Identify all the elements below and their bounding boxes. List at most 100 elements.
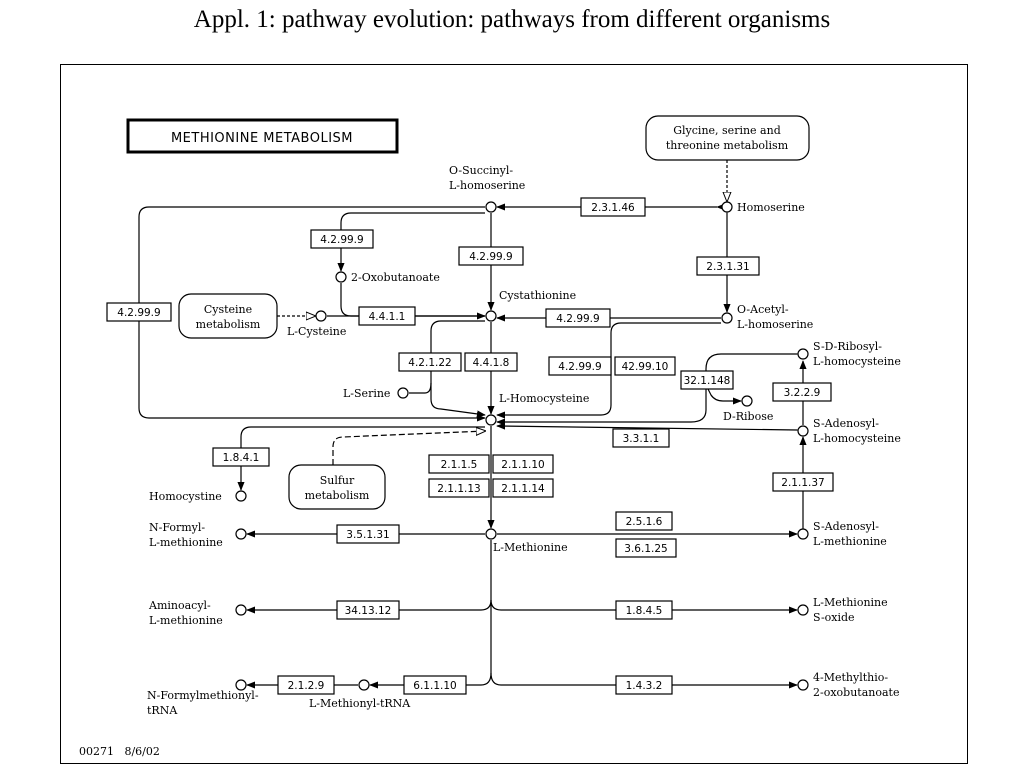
- label-d-ribose: D-Ribose: [723, 410, 773, 423]
- edge-osuccinyl-oxobutanoate: [337, 212, 485, 272]
- node-homoserine: [721, 201, 733, 213]
- edge-cbs-homocysteine: [430, 383, 486, 418]
- label-o-succinyl-2: L-homoserine: [449, 179, 525, 192]
- node-s-adenosyl-homocysteine: [797, 425, 809, 437]
- enzyme-2-1-1-37[interactable]: 2.1.1.37: [772, 472, 834, 492]
- enzyme-1-8-4-1[interactable]: 1.8.4.1: [212, 447, 270, 467]
- label-homocystine: Homocystine: [149, 490, 222, 503]
- svg-text:metabolism: metabolism: [305, 489, 370, 502]
- node-d-ribose: [741, 395, 753, 407]
- edge-ribose: [705, 384, 742, 405]
- svg-text:4.2.99.9: 4.2.99.9: [558, 361, 601, 373]
- methionine-pathway-diagram: METHIONINE METABOLISM: [79, 115, 901, 758]
- svg-text:4.4.1.8: 4.4.1.8: [473, 357, 510, 369]
- svg-text:1.4.3.2: 1.4.3.2: [626, 680, 663, 692]
- compound-nodes: [235, 201, 809, 691]
- enzyme-4-2-99-9-homocysteine[interactable]: 4.2.99.9: [548, 356, 612, 376]
- pathway-links: Glycine, serine and threonine metabolism…: [178, 115, 810, 510]
- label-n-formyl-2: L-methionine: [149, 536, 223, 549]
- node-l-homocysteine: [485, 414, 497, 426]
- enzyme-2-5-1-6[interactable]: 2.5.1.6: [615, 511, 673, 531]
- enzyme-2-1-1-10[interactable]: 2.1.1.10: [492, 454, 554, 474]
- svg-text:2.3.1.31: 2.3.1.31: [706, 261, 749, 273]
- svg-text:2.1.1.13: 2.1.1.13: [437, 483, 480, 495]
- enzyme-2-3-1-46[interactable]: 2.3.1.46: [580, 197, 646, 217]
- enzyme-boxes: 2.3.1.46 4.2.99.9 4.2.99.9 4.2.99.9 2.3.…: [106, 197, 834, 695]
- label-l-methionine: L-Methionine: [493, 541, 568, 554]
- enzyme-2-3-1-31[interactable]: 2.3.1.31: [696, 256, 760, 276]
- node-homocystine: [235, 490, 247, 502]
- node-cystathionine: [485, 310, 497, 322]
- enzyme-3-6-1-25[interactable]: 3.6.1.25: [615, 538, 677, 558]
- node-l-serine: [397, 387, 409, 399]
- svg-text:Cysteine: Cysteine: [204, 303, 252, 316]
- label-l-serine: L-Serine: [343, 387, 390, 400]
- enzyme-32-1-148[interactable]: 32.1.148: [680, 370, 734, 390]
- compound-labels: O-Succinyl- L-homoserine Homoserine 2-Ox…: [147, 164, 901, 717]
- label-met-sulfoxide-1: L-Methionine: [813, 596, 888, 609]
- svg-text:4.2.99.9: 4.2.99.9: [469, 251, 512, 263]
- enzyme-42-99-10[interactable]: 42.99.10: [614, 356, 676, 376]
- enzyme-1-4-3-2[interactable]: 1.4.3.2: [615, 675, 673, 695]
- label-sdribosyl-1: S-D-Ribosyl-: [813, 340, 882, 353]
- enzyme-2-1-1-5[interactable]: 2.1.1.5: [428, 454, 490, 474]
- enzyme-4-2-99-9-left[interactable]: 4.2.99.9: [106, 302, 172, 322]
- svg-text:Glycine, serine and: Glycine, serine and: [673, 124, 781, 137]
- enzyme-4-4-1-8[interactable]: 4.4.1.8: [464, 352, 518, 372]
- pathway-sulfur-metabolism[interactable]: Sulfur metabolism: [288, 464, 386, 510]
- enzyme-2-1-1-13[interactable]: 2.1.1.13: [428, 478, 490, 498]
- node-methylthio-oxobutanoate: [797, 679, 809, 691]
- label-nformyl-trna-1: N-Formylmethionyl-: [147, 689, 259, 702]
- svg-text:2.1.1.5: 2.1.1.5: [441, 459, 478, 471]
- pathway-cysteine-metabolism[interactable]: Cysteine metabolism: [178, 293, 278, 339]
- svg-text:4.2.99.9: 4.2.99.9: [117, 307, 160, 319]
- node-o-acetyl-homoserine: [721, 312, 733, 324]
- svg-text:1.8.4.5: 1.8.4.5: [626, 605, 663, 617]
- enzyme-2-1-2-9[interactable]: 2.1.2.9: [277, 675, 335, 695]
- label-nformyl-trna-2: tRNA: [147, 704, 178, 717]
- enzyme-3-5-1-31[interactable]: 3.5.1.31: [336, 524, 400, 544]
- svg-text:2.1.1.37: 2.1.1.37: [781, 477, 824, 489]
- svg-text:threonine metabolism: threonine metabolism: [666, 139, 789, 152]
- enzyme-4-2-99-9-oacetyl[interactable]: 4.2.99.9: [545, 308, 611, 328]
- svg-text:6.1.1.10: 6.1.1.10: [413, 680, 456, 692]
- svg-text:3.5.1.31: 3.5.1.31: [346, 529, 389, 541]
- enzyme-3-3-1-1[interactable]: 3.3.1.1: [612, 428, 670, 448]
- enzyme-2-1-1-14[interactable]: 2.1.1.14: [492, 478, 554, 498]
- label-o-acetyl-2: L-homoserine: [737, 318, 813, 331]
- node-n-formylmethionyl-trna: [235, 679, 247, 691]
- map-footer: 00271 8/6/02: [79, 745, 160, 758]
- node-methionine-sulfoxide: [797, 604, 809, 616]
- svg-text:metabolism: metabolism: [196, 318, 261, 331]
- label-oxobutanoate: 2-Oxobutanoate: [351, 271, 440, 284]
- enzyme-34-13-12[interactable]: 34.13.12: [336, 600, 400, 620]
- reaction-edges: [138, 155, 807, 689]
- node-s-adenosyl-methionine: [797, 528, 809, 540]
- pathway-glycine-serine-threonine[interactable]: Glycine, serine and threonine metabolism: [645, 115, 810, 161]
- enzyme-4-2-1-22[interactable]: 4.2.1.22: [398, 352, 462, 372]
- enzyme-4-2-99-9-oxobutanoate[interactable]: 4.2.99.9: [310, 229, 374, 249]
- label-methylthio-2: 2-oxobutanoate: [813, 686, 899, 699]
- svg-text:2.1.1.14: 2.1.1.14: [501, 483, 545, 495]
- enzyme-4-2-99-9-cystathionine[interactable]: 4.2.99.9: [458, 246, 524, 266]
- edge-sahcy-homocysteine: [496, 422, 806, 434]
- enzyme-3-2-2-9[interactable]: 3.2.2.9: [772, 382, 832, 402]
- enzyme-6-1-1-10[interactable]: 6.1.1.10: [403, 675, 467, 695]
- node-l-methionine: [485, 528, 497, 540]
- label-homoserine: Homoserine: [737, 201, 805, 214]
- svg-text:3.2.2.9: 3.2.2.9: [784, 387, 821, 399]
- edge-sulfoxide-branch: [490, 599, 798, 614]
- enzyme-4-4-1-1[interactable]: 4.4.1.1: [358, 306, 416, 326]
- label-met-sulfoxide-2: S-oxide: [813, 611, 855, 624]
- label-sadenosyl-hcy-2: L-homocysteine: [813, 432, 901, 445]
- slide-title: Appl. 1: pathway evolution: pathways fro…: [193, 6, 831, 33]
- svg-text:4.4.1.1: 4.4.1.1: [369, 311, 406, 323]
- svg-text:34.13.12: 34.13.12: [345, 605, 392, 617]
- node-oxobutanoate: [335, 271, 347, 283]
- label-sadenosyl-met-2: L-methionine: [813, 535, 887, 548]
- node-l-cysteine: [315, 310, 327, 322]
- svg-text:2.3.1.46: 2.3.1.46: [591, 202, 635, 214]
- enzyme-1-8-4-5[interactable]: 1.8.4.5: [615, 600, 673, 620]
- svg-text:2.5.1.6: 2.5.1.6: [626, 516, 663, 528]
- svg-text:4.2.1.22: 4.2.1.22: [408, 357, 451, 369]
